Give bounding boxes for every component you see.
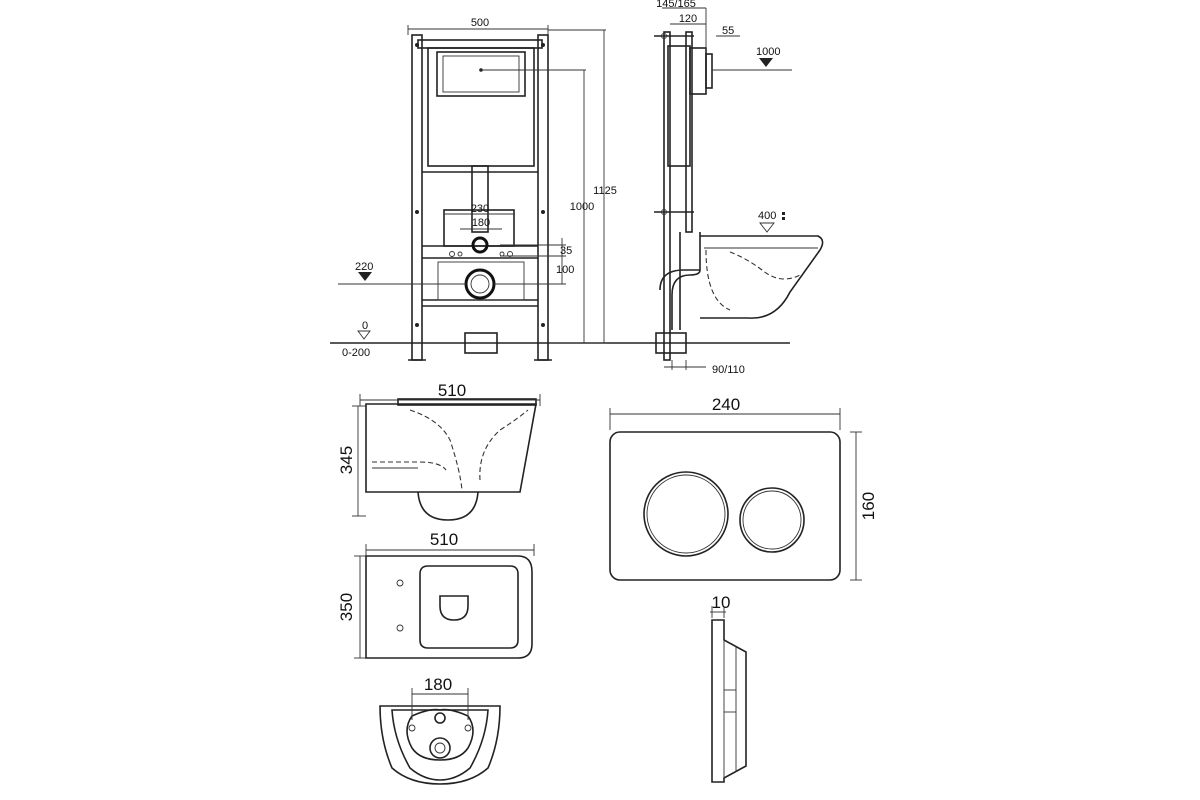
bowl-top-view <box>365 555 533 659</box>
frame-side-view <box>640 31 824 361</box>
plate-width-label: 240 <box>712 395 740 414</box>
floor-adjust-label: 0-200 <box>342 347 370 359</box>
plate-level-label: 1000 <box>756 46 780 58</box>
bowl-side-height-label: 345 <box>337 446 356 474</box>
frame-front-dimensions: 500 1125 1000 230 180 35 100 220 0 0-200 <box>338 17 617 359</box>
flush-plate-dimensions: 240 160 <box>609 395 878 581</box>
offset-small-label: 35 <box>560 245 572 257</box>
bowl-top-width-label: 350 <box>337 593 356 621</box>
drain-offset-label: 100 <box>556 264 574 276</box>
frame-height-label: 1125 <box>593 185 617 197</box>
bowl-side-view <box>365 398 537 521</box>
bolt-spacing-label: 180 <box>424 675 452 694</box>
outlet-diameter-label: 90/110 <box>712 364 745 376</box>
offset-label: 55 <box>722 25 734 37</box>
bowl-level-label: 400 <box>758 210 776 222</box>
flush-plate-side <box>711 619 747 783</box>
bowl-back-dimensions: 180 <box>411 675 469 720</box>
depth-label: 120 <box>679 13 697 25</box>
flush-plate-height-label: 1000 <box>570 201 594 213</box>
drain-level-label: 220 <box>355 261 373 273</box>
plate-thickness-label: 10 <box>712 593 731 612</box>
plate-height-label: 160 <box>859 492 878 520</box>
flush-plate-front <box>609 431 841 581</box>
depth-range-label: 145/165 <box>656 0 696 10</box>
pipe-spacing-outer-label: 230 <box>471 203 489 215</box>
bowl-back-view <box>379 705 501 785</box>
bowl-side-dimensions: 510 345 <box>337 381 541 517</box>
pipe-spacing-inner-label: 180 <box>472 217 490 229</box>
bowl-top-length-label: 510 <box>430 530 458 549</box>
frame-side-dimensions: 145/165 120 55 1000 400 90/110 <box>656 0 792 376</box>
bowl-side-length-label: 510 <box>438 381 466 400</box>
frame-width-label: 500 <box>471 17 489 29</box>
floor-level-label: 0 <box>362 320 368 332</box>
bowl-top-dimensions: 510 350 <box>337 530 535 659</box>
flush-plate-thickness-dimension: 10 <box>710 593 730 618</box>
frame-front-view <box>330 34 640 361</box>
